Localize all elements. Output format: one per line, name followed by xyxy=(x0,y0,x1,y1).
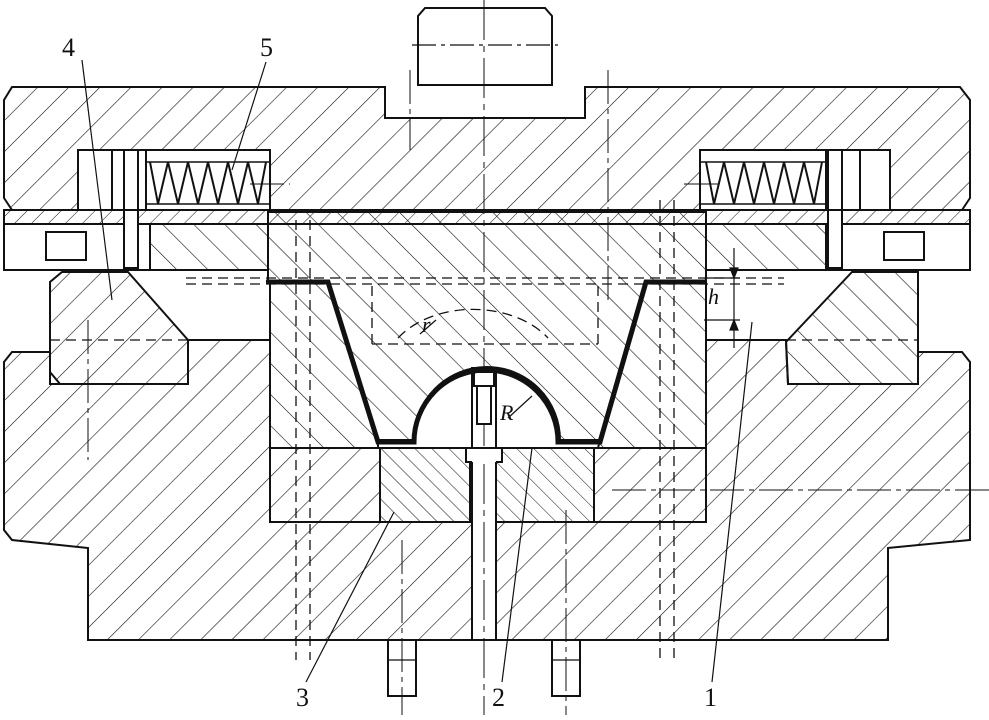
cam-slider-left xyxy=(49,271,189,385)
dimension-r: r xyxy=(422,312,431,337)
callout-4: 4 xyxy=(62,33,75,62)
leader-4 xyxy=(81,59,113,301)
leader-5 xyxy=(231,61,267,171)
ejector-block xyxy=(379,447,471,523)
die-insert-3 xyxy=(269,447,381,523)
leader-2 xyxy=(501,447,533,683)
dimension-R: R xyxy=(499,400,514,425)
dimension-h: h xyxy=(708,284,719,309)
callout-3: 3 xyxy=(296,683,309,712)
formed-blank xyxy=(266,279,706,445)
callout-1: 1 xyxy=(704,683,717,712)
leader-1 xyxy=(711,321,753,683)
lower-die-block xyxy=(3,339,971,641)
cam-slider-right xyxy=(784,271,919,385)
leader-3 xyxy=(305,511,395,683)
callout-5: 5 xyxy=(260,33,273,62)
callout-2: 2 xyxy=(492,683,505,712)
shank xyxy=(417,7,553,86)
